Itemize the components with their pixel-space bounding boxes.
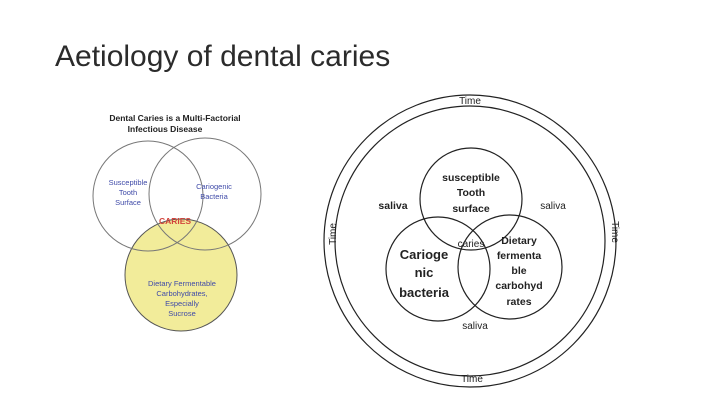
outer-time-circle [323,94,617,388]
dietary-label-5: rates [506,296,531,308]
saliva-label-bottom: saliva [462,321,488,332]
inner-time-circle [334,105,606,377]
dietary-label-2: fermenta [497,250,542,262]
left-host-circle [92,140,204,252]
left-diet-circle [124,218,238,332]
saliva-label-left: saliva [378,200,407,212]
time-label-left: Time [328,223,339,245]
left-heading-line1: Dental Caries is a Multi-Factorial [109,113,240,123]
left-bacteria-label-2: Bacteria [200,192,228,201]
left-host-label-3: Surface [115,198,141,207]
saliva-label-right: saliva [540,201,566,212]
left-diet-label-3: Especially [165,299,199,308]
left-bacteria-circle [148,137,262,251]
tooth-label-1: susceptible [442,172,500,184]
slide-title: Aetiology of dental caries [55,40,391,73]
dietary-label-4: carbohyd [495,280,542,292]
right-venn-figure: Time Time Time Time saliva saliva saliva… [323,94,620,388]
left-host-label-1: Susceptible [109,178,148,187]
bacteria-label-2: nic [415,265,434,280]
left-center-caries: CARIES [159,216,191,226]
bacteria-label-3: bacteria [399,285,450,300]
bacteria-label-1: Carioge [400,247,448,262]
dietary-circle [457,214,563,320]
time-label-bottom: Time [461,374,483,385]
time-label-top: Time [459,96,481,107]
left-host-label-2: Tooth [119,188,137,197]
left-diet-label-4: Sucrose [168,309,196,318]
center-caries-label: caries [458,239,485,250]
left-bacteria-label-1: Cariogenic [196,182,232,191]
dietary-label-1: Dietary [501,235,537,247]
bacteria-circle [385,216,491,322]
tooth-circle [419,147,523,251]
left-venn-figure: Dental Caries is a Multi-Factorial Infec… [92,113,262,332]
left-diet-label-1: Dietary Fermentable [148,279,216,288]
tooth-label-2: Tooth [457,187,485,199]
time-label-right: Time [609,221,620,243]
tooth-label-3: surface [452,203,490,215]
left-heading-line2: Infectious Disease [128,124,203,134]
left-diet-label-2: Carbohydrates, [156,289,207,298]
dietary-label-3: ble [511,265,526,277]
